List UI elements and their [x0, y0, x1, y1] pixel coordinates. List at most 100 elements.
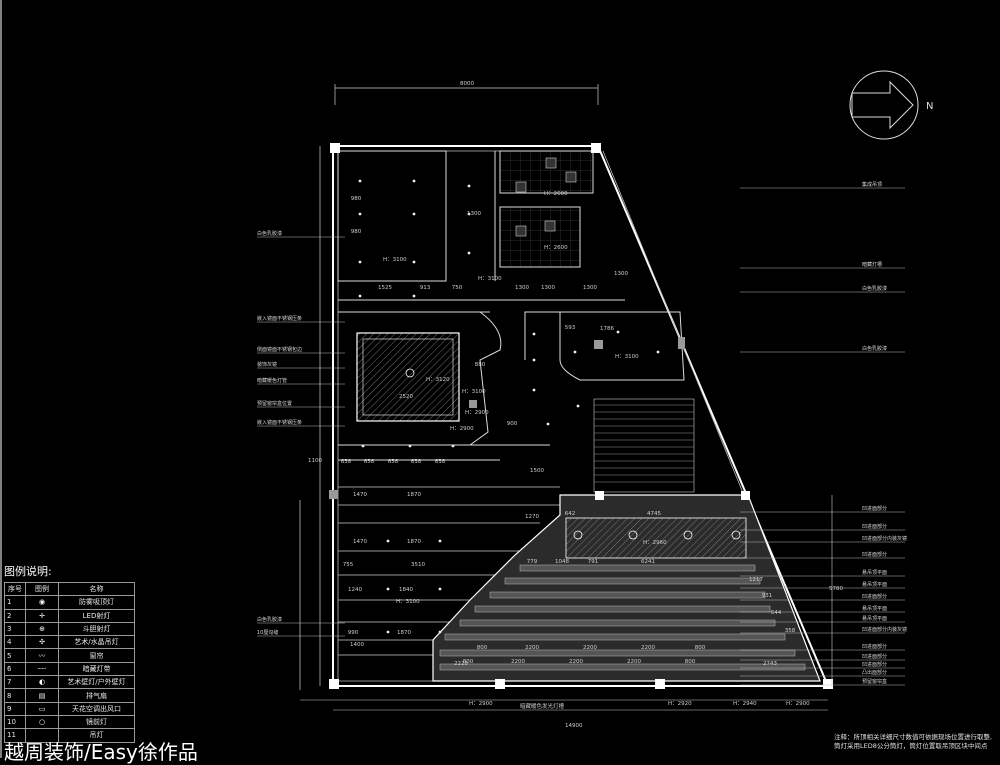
- top-dimension-line: 8000: [334, 81, 599, 105]
- legend-row: 3⊕斗胆射灯: [4, 621, 135, 637]
- legend-no-cell: 1: [4, 595, 26, 610]
- legend-name-cell: 镜前灯: [58, 714, 135, 730]
- right-annotation-label: 凹进面部分: [862, 593, 887, 600]
- legend-icon-cell: ⊕: [25, 621, 59, 637]
- ceiling-height-label: H：3100: [383, 257, 407, 263]
- dimension-value: 913: [420, 285, 431, 291]
- dimension-value: 1525: [378, 285, 392, 291]
- right-annotation-label: 凹进面部分内装灰镜: [862, 535, 907, 542]
- dimension-value: 1870: [397, 630, 411, 636]
- columns: [329, 143, 833, 689]
- dimension-value: 1870: [407, 492, 421, 498]
- right-annotation-label: 凹进面部分: [862, 505, 887, 512]
- right-annotation-label: 凹进面部分内装灰镜: [862, 626, 907, 633]
- dimension-value: 1470: [353, 492, 367, 498]
- legend-icon-cell: ◉: [25, 595, 59, 610]
- legend-icon-cell: ✛: [25, 608, 59, 623]
- right-annotation-label: 悬吊顶平面: [862, 606, 887, 612]
- ceiling-note: 注释：所顶相关详细尺寸数值可依据现场位置进行取整,筒灯采用LED8公分筒灯，筒灯…: [834, 733, 993, 750]
- legend-no-cell: 6: [4, 661, 26, 677]
- dimension-value: 1840: [399, 587, 413, 593]
- right-annotation-label: 凹进面部分: [862, 551, 887, 558]
- dimension-value: 800: [477, 645, 488, 651]
- right-annotation-label: 预留窗帘盒: [862, 678, 887, 685]
- legend-name-cell: 吊灯: [58, 728, 135, 743]
- left-annotation-label: 白色乳胶漆: [257, 616, 282, 623]
- dimension-value: 800: [695, 645, 706, 651]
- ceiling-height-label: H：2900: [469, 701, 493, 707]
- bottom-cove-label: 暗藏暖色发光灯槽: [520, 702, 565, 710]
- ceiling-height-label: H：2940: [733, 701, 757, 707]
- ceiling-height-label: H：3120: [426, 377, 450, 383]
- legend-row: 4✣艺术/水晶吊灯: [4, 635, 135, 650]
- outer-walls: [332, 145, 829, 687]
- legend-icon-cell: ○: [25, 714, 59, 730]
- right-annotation-label: 暗藏灯槽: [862, 261, 882, 268]
- dimension-value: 5780: [829, 586, 843, 592]
- legend-row: 2✛LED射灯: [4, 608, 135, 623]
- right-annotation-label: 凹进面部分: [862, 643, 887, 650]
- legend-name-cell: 天花空调出风口: [58, 701, 135, 716]
- left-annotation-label: 预留窗帘盒位置: [257, 400, 292, 407]
- dimension-value: 900: [507, 421, 518, 427]
- legend-no-cell: 4: [4, 635, 26, 650]
- ceiling-height-label: H：2600: [544, 245, 568, 251]
- dimension-value: 3510: [411, 562, 425, 568]
- bottom-dimension-text: 14900: [565, 723, 583, 729]
- left-annotation-label: 装饰灰镜: [257, 361, 277, 368]
- dimension-value: 880: [475, 362, 486, 368]
- dimension-value: 658: [364, 459, 375, 465]
- dimension-value: 658: [411, 459, 422, 465]
- staircase: [593, 398, 695, 493]
- dimension-value: 1300: [541, 285, 555, 291]
- top-dimension-text: 8000: [460, 81, 474, 87]
- legend-row: 10○镜前灯: [4, 714, 135, 730]
- dimension-value: 1300: [515, 285, 529, 291]
- legend-no-cell: 9: [4, 701, 26, 716]
- dimension-value: 800: [685, 659, 696, 665]
- bath-grid-1: [499, 150, 594, 194]
- legend-header-no: 序号: [4, 581, 26, 597]
- ceiling-height-label: H：3100: [462, 389, 486, 395]
- north-arrow-icon: N: [849, 70, 933, 140]
- legend-no-cell: 8: [4, 688, 26, 703]
- right-annotation-label: 凹进面部分: [862, 661, 887, 668]
- legend-row: 8▤排气扇: [4, 688, 135, 703]
- legend-row: 5〰窗帘: [4, 648, 135, 663]
- right-annotation-label: 悬吊顶平面: [862, 570, 887, 576]
- dimension-value: 658: [388, 459, 399, 465]
- legend-row: 7◐艺术壁灯/户外壁灯: [4, 675, 135, 690]
- legend-name-cell: 防雾吸顶灯: [58, 595, 135, 610]
- legend-header-name: 名称: [58, 581, 135, 597]
- dimension-value: 2200: [583, 645, 597, 651]
- legend-name-cell: 艺术/水晶吊灯: [58, 635, 135, 650]
- dimension-value: 750: [452, 285, 463, 291]
- right-annotation-label: 集成吊顶: [862, 181, 882, 188]
- ceiling-height-label: H：3100: [615, 354, 639, 360]
- right-annotation-label: 白色乳胶漆: [862, 345, 887, 352]
- dimension-value: 358: [785, 628, 796, 634]
- dimension-value: 2200: [511, 659, 525, 665]
- dimension-value: 2200: [627, 659, 641, 665]
- right-annotation-label: 凹进面部分: [862, 653, 887, 660]
- legend-row: 6┄┄暗藏灯带: [4, 661, 135, 677]
- dimension-value: 980: [351, 196, 362, 202]
- dimension-value: 1300: [583, 285, 597, 291]
- legend-icon-cell: ▤: [25, 688, 59, 703]
- ceiling-height-label: H：2900: [786, 701, 810, 707]
- left-annotation-label: 暗藏暖色灯管: [257, 377, 287, 384]
- legend-no-cell: 10: [4, 714, 26, 730]
- legend-icon-cell: ┄┄: [25, 661, 59, 677]
- ceiling-height-label: H：2900: [465, 410, 489, 416]
- north-label: N: [926, 101, 933, 112]
- right-annotation-label: 凸出面部分: [862, 669, 887, 676]
- legend-icon-cell: ✣: [25, 635, 59, 650]
- ceiling-height-label: H：3100: [396, 599, 420, 605]
- ceiling-height-label: H：2900: [450, 426, 474, 432]
- legend-name-cell: 艺术壁灯/户外壁灯: [58, 675, 135, 690]
- left-annotation-label: 10厘勾缝: [257, 629, 278, 636]
- dimension-value: 931: [762, 593, 773, 599]
